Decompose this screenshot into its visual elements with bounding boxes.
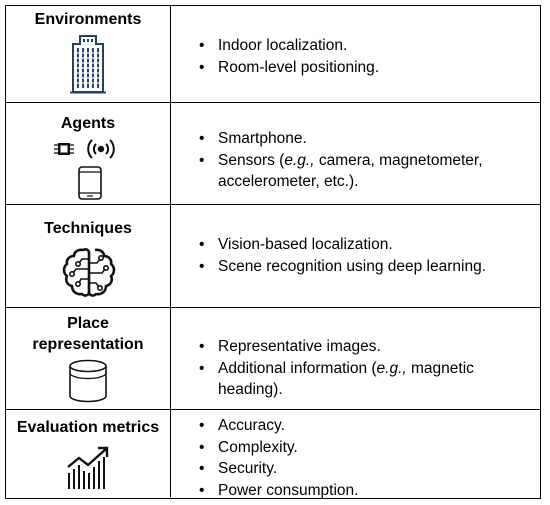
cell-evaluation-metrics-items: Accuracy. Complexity. Security. Power co… bbox=[171, 410, 540, 501]
list-evaluation-metrics: Accuracy. Complexity. Security. Power co… bbox=[171, 415, 534, 501]
label-techniques: Techniques bbox=[44, 220, 132, 237]
cell-environments-items: Indoor localization. Room-level position… bbox=[171, 6, 540, 102]
list-item: Representative images. bbox=[171, 336, 534, 358]
row-techniques: Techniques bbox=[6, 205, 540, 308]
label-place-line-1: Place bbox=[67, 315, 109, 332]
cell-place-representation-label: Place representation bbox=[6, 308, 171, 409]
database-icon bbox=[68, 358, 108, 404]
label-evaluation-metrics: Evaluation metrics bbox=[16, 419, 160, 436]
list-item: Smartphone. bbox=[171, 128, 534, 150]
label-place-line-2: representation bbox=[32, 336, 144, 353]
item-emphasis: e.g., bbox=[284, 151, 315, 169]
brain-circuit-icon bbox=[62, 245, 116, 299]
item-text: camera, magnetometer, accelerometer, etc… bbox=[218, 151, 483, 191]
item-text: Representative images. bbox=[218, 338, 381, 355]
row-environments: Environments bbox=[6, 6, 540, 103]
list-item: Room-level positioning. bbox=[171, 57, 534, 79]
cell-place-representation-items: Representative images. Additional inform… bbox=[171, 308, 540, 409]
item-text: Smartphone. bbox=[218, 130, 307, 147]
cell-techniques-items: Vision-based localization. Scene recogni… bbox=[171, 205, 540, 307]
item-text: Additional information ( bbox=[218, 359, 377, 377]
cell-evaluation-metrics-label: Evaluation metrics bbox=[6, 410, 171, 497]
chip-icon bbox=[54, 140, 74, 158]
broadcast-icon bbox=[85, 137, 117, 161]
smartphone-icon bbox=[78, 166, 102, 200]
list-item: Power consumption. bbox=[171, 480, 534, 502]
list-agents: Smartphone. Sensors (e.g., camera, magne… bbox=[171, 128, 534, 193]
list-item: Scene recognition using deep learning. bbox=[171, 256, 534, 278]
row-agents: Agents bbox=[6, 103, 540, 205]
cell-techniques-label: Techniques bbox=[6, 205, 171, 307]
item-text: Sensors ( bbox=[218, 151, 285, 169]
list-item: Sensors (e.g., camera, magnetometer, acc… bbox=[171, 150, 534, 193]
cell-environments-label: Environments bbox=[6, 6, 171, 102]
label-environments: Environments bbox=[34, 11, 142, 28]
summary-table: Environments bbox=[5, 5, 541, 501]
list-item: Accuracy. bbox=[171, 415, 534, 437]
cell-agents-items: Smartphone. Sensors (e.g., camera, magne… bbox=[171, 103, 540, 204]
item-text: magnetic heading). bbox=[218, 359, 474, 399]
list-techniques: Vision-based localization. Scene recogni… bbox=[171, 234, 534, 277]
label-agents: Agents bbox=[60, 115, 116, 132]
row-evaluation-metrics: Evaluation metrics bbox=[6, 410, 540, 501]
list-item: Indoor localization. bbox=[171, 35, 534, 57]
list-item: Complexity. bbox=[171, 437, 534, 459]
chart-growth-icon bbox=[66, 445, 112, 491]
list-place-representation: Representative images. Additional inform… bbox=[171, 336, 534, 401]
building-icon bbox=[69, 34, 107, 94]
list-item: Security. bbox=[171, 458, 534, 480]
list-item: Additional information (e.g., magnetic h… bbox=[171, 358, 534, 401]
list-environments: Indoor localization. Room-level position… bbox=[171, 35, 534, 78]
item-emphasis: e.g., bbox=[376, 359, 407, 377]
cell-agents-label: Agents bbox=[6, 103, 171, 204]
row-place-representation: Place representation Representative imag… bbox=[6, 308, 540, 410]
list-item: Vision-based localization. bbox=[171, 234, 534, 256]
